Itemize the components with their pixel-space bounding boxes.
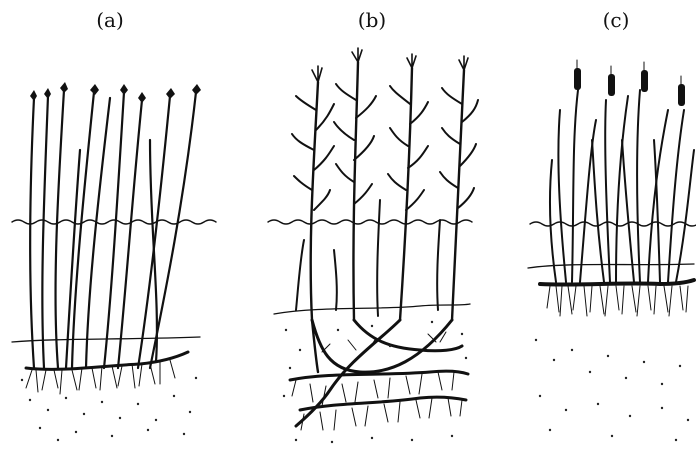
panel-c-illustration (528, 60, 696, 441)
panel-b-leaves (292, 84, 478, 316)
panel-a-flower-heads (30, 82, 201, 103)
panel-b-illustration (268, 48, 478, 443)
panel-a-roots (26, 360, 175, 394)
panel-b-sediment-surface (274, 304, 470, 314)
panel-c-roots (547, 286, 688, 316)
panel-b-panicles (312, 48, 468, 82)
panel-c-leaves (550, 90, 694, 282)
panel-b-rhizomes (290, 320, 468, 426)
panel-a-rhizome (26, 352, 188, 369)
panel-a-stems (30, 90, 196, 368)
panel-c-flower-spikes (574, 68, 685, 106)
panel-b-stems (311, 62, 464, 372)
panel-a-sediment-dots (21, 377, 197, 441)
panel-a-illustration (12, 82, 216, 441)
panel-b-roots (292, 332, 462, 430)
panel-b-water-surface (268, 220, 472, 224)
panel-c-sediment-dots (535, 339, 689, 441)
panel-c-spike-tips (577, 60, 681, 84)
